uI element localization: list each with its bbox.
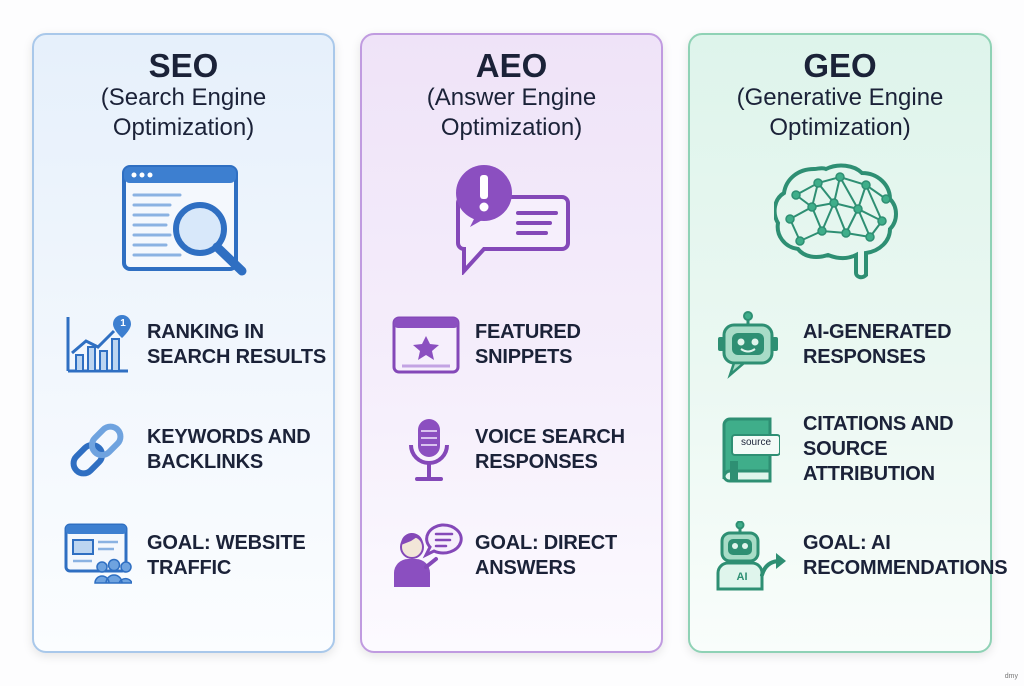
geo-item-ai-responses-line1: AI-GENERATED	[803, 321, 952, 343]
geo-item-ai-responses-line2: RESPONSES	[803, 346, 926, 368]
neural-brain-icon	[774, 163, 898, 280]
ranking-chart-icon	[66, 315, 131, 373]
geo-item-citations-line3: ATTRIBUTION	[803, 463, 935, 485]
aeo-item-goal: GOAL: DIRECT ANSWERS	[475, 531, 660, 581]
geo-subtitle-line1: (Generative Engine	[736, 84, 944, 111]
ai-tag: AI	[736, 571, 748, 583]
aeo-item-voice: VOICE SEARCH RESPONSES	[475, 425, 660, 475]
geo-item-goal-line1: GOAL: AI	[803, 532, 891, 554]
aeo-item-voice-line2: RESPONSES	[475, 451, 598, 473]
geo-item-goal: GOAL: AI RECOMMENDATIONS	[803, 531, 1008, 581]
seo-item-ranking-line2: SEARCH RESULTS	[147, 346, 327, 368]
featured-snippet-icon	[392, 316, 460, 374]
chat-alert-icon	[456, 165, 570, 275]
person-speech-icon	[394, 523, 463, 587]
website-traffic-icon	[64, 523, 132, 584]
seo-item-keywords: KEYWORDS AND BACKLINKS	[147, 425, 332, 475]
seo-item-keywords-line2: BACKLINKS	[147, 451, 263, 473]
seo-title: SEO	[148, 47, 219, 84]
seo-subtitle-line1: (Search Engine	[100, 84, 267, 111]
source-book-icon	[722, 417, 780, 483]
seo-subtitle-line2: Optimization)	[112, 114, 255, 141]
aeo-title: AEO	[475, 47, 548, 84]
aeo-item-snippets: FEATURED SNIPPETS	[475, 320, 660, 370]
aeo-subtitle-line1: (Answer Engine	[426, 84, 597, 111]
geo-item-citations-line1: CITATIONS AND	[803, 413, 954, 435]
microphone-icon	[409, 419, 449, 481]
aeo-item-goal-line2: ANSWERS	[475, 557, 576, 579]
robot-chat-icon	[718, 311, 778, 379]
seo-item-goal-line1: GOAL: WEBSITE	[147, 532, 306, 554]
seo-card: SEO (Search Engine Optimization) 1 RANKI…	[32, 33, 335, 653]
seo-item-goal-line2: TRAFFIC	[147, 557, 232, 579]
seo-item-ranking-line1: RANKING IN	[147, 321, 264, 343]
aeo-item-goal-line1: GOAL: DIRECT	[475, 532, 618, 554]
chain-link-icon	[70, 423, 124, 477]
watermark: dmy	[1004, 673, 1018, 680]
geo-title: GEO	[803, 47, 877, 84]
source-tag: source	[740, 437, 771, 448]
rank-badge-number: 1	[120, 318, 126, 329]
geo-card: GEO (Generative Engine Optimization)	[688, 33, 1008, 653]
seo-item-goal: GOAL: WEBSITE TRAFFIC	[147, 531, 332, 581]
aeo-subtitle-line2: Optimization)	[440, 114, 583, 141]
geo-item-ai-responses: AI-GENERATED RESPONSES	[803, 320, 988, 370]
aeo-item-snippets-line2: SNIPPETS	[475, 346, 573, 368]
geo-subtitle-line2: Optimization)	[769, 114, 911, 141]
ai-robot-arrow-icon	[716, 521, 786, 591]
aeo-card: AEO (Answer Engine Optimization) FEATURE…	[360, 33, 663, 653]
aeo-item-snippets-line1: FEATURED	[475, 321, 581, 343]
browser-magnifier-icon	[122, 165, 247, 276]
geo-item-goal-line2: RECOMMENDATIONS	[803, 557, 1008, 579]
geo-item-citations: CITATIONS AND SOURCE ATTRIBUTION	[803, 412, 988, 487]
seo-item-keywords-line1: KEYWORDS AND	[147, 426, 311, 448]
seo-item-ranking: RANKING IN SEARCH RESULTS	[147, 320, 332, 370]
geo-item-citations-line2: SOURCE	[803, 438, 888, 460]
aeo-item-voice-line1: VOICE SEARCH	[475, 426, 625, 448]
